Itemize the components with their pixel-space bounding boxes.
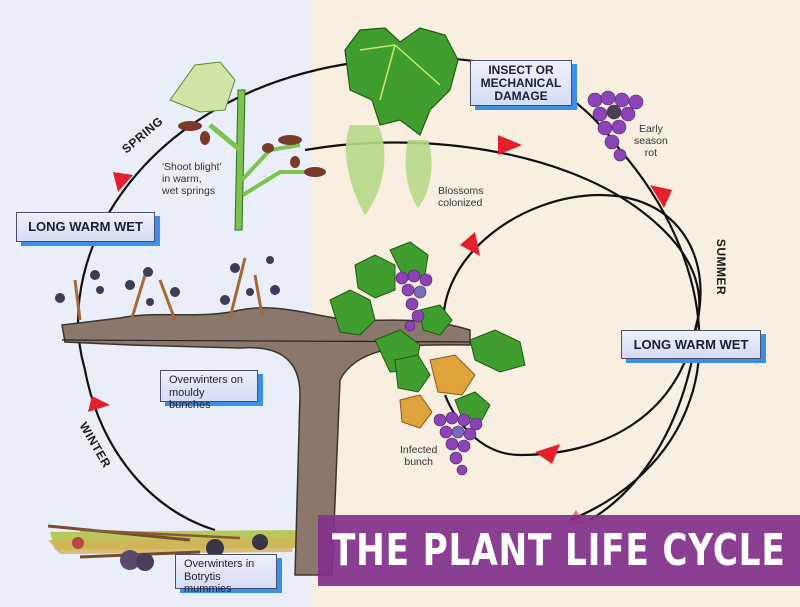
arrow-early-rot: [650, 185, 672, 208]
ground-debris: [47, 524, 300, 571]
overwinters-mummies-box: Overwinters in Botrytis mummies: [175, 554, 277, 595]
arrow-blossoms: [498, 135, 522, 155]
shoot-blight-note: 'Shoot blight' in warm, wet springs: [162, 161, 221, 197]
early-rot-line-2: season: [634, 135, 668, 148]
infected-bunch-note: Infected bunch: [400, 444, 437, 468]
blossoms-line-1: Blossoms: [438, 185, 484, 197]
summer-loop-path: [442, 193, 702, 457]
long-warm-wet-right-box: LONG WARM WET: [621, 330, 761, 359]
early-rot-grapes: [587, 90, 644, 162]
long-warm-wet-left-box: LONG WARM WET: [16, 212, 155, 242]
mouldy-bunches: [55, 256, 280, 306]
spring-shoot: [169, 61, 326, 231]
insect-damage-line-3: DAMAGE: [494, 89, 548, 104]
arrow-spring: [113, 172, 133, 192]
shoot-blight-line-2: in warm,: [162, 173, 202, 186]
overwinters-mummies-line-2: Botrytis mummies: [184, 570, 232, 596]
arrow-summer-loop: [460, 232, 480, 256]
infected-bunch-line-2: bunch: [404, 456, 433, 469]
arrow-infected: [535, 444, 560, 464]
season-summer-label: SUMMER: [714, 238, 729, 296]
long-warm-wet-right-text: LONG WARM WET: [633, 337, 749, 352]
long-warm-wet-left-text: LONG WARM WET: [28, 219, 143, 234]
overwinters-bunches-box: Overwinters on mouldy bunches: [160, 370, 258, 411]
insect-damage-line-1: INSECT OR: [488, 63, 554, 77]
winter-canes: [73, 257, 264, 321]
overwinters-mummies-line-1: Overwinters in: [184, 558, 255, 570]
summer-leaf-blossoms: [344, 27, 459, 215]
title-banner: THE PLANT LIFE CYCLE: [318, 515, 800, 586]
shoot-blight-line-1: 'Shoot blight': [162, 161, 222, 173]
summer-return-path: [589, 344, 697, 521]
early-rot-line-3: rot: [644, 147, 658, 160]
overwinters-bunches-line-2: mouldy bunches: [169, 386, 211, 412]
insect-damage-line-2: MECHANICAL: [480, 76, 562, 91]
early-rot-line-1: Early: [638, 123, 663, 135]
outer-cycle-path: [77, 56, 701, 522]
overwinters-bunches-line-1: Overwinters on: [169, 374, 243, 386]
blossoms-line-2: colonized: [438, 197, 483, 210]
infected-bunch-line-1: Infected: [400, 444, 438, 456]
blossoms-note: Blossoms colonized: [438, 185, 484, 209]
page-title: THE PLANT LIFE CYCLE: [332, 525, 786, 576]
insect-damage-box: INSECT OR MECHANICAL DAMAGE: [470, 60, 572, 106]
early-rot-note: Early season rot: [634, 123, 668, 159]
summer-vine-cluster: [329, 241, 526, 476]
arrow-winter: [88, 396, 110, 412]
shoot-blight-line-3: wet springs: [162, 185, 216, 198]
